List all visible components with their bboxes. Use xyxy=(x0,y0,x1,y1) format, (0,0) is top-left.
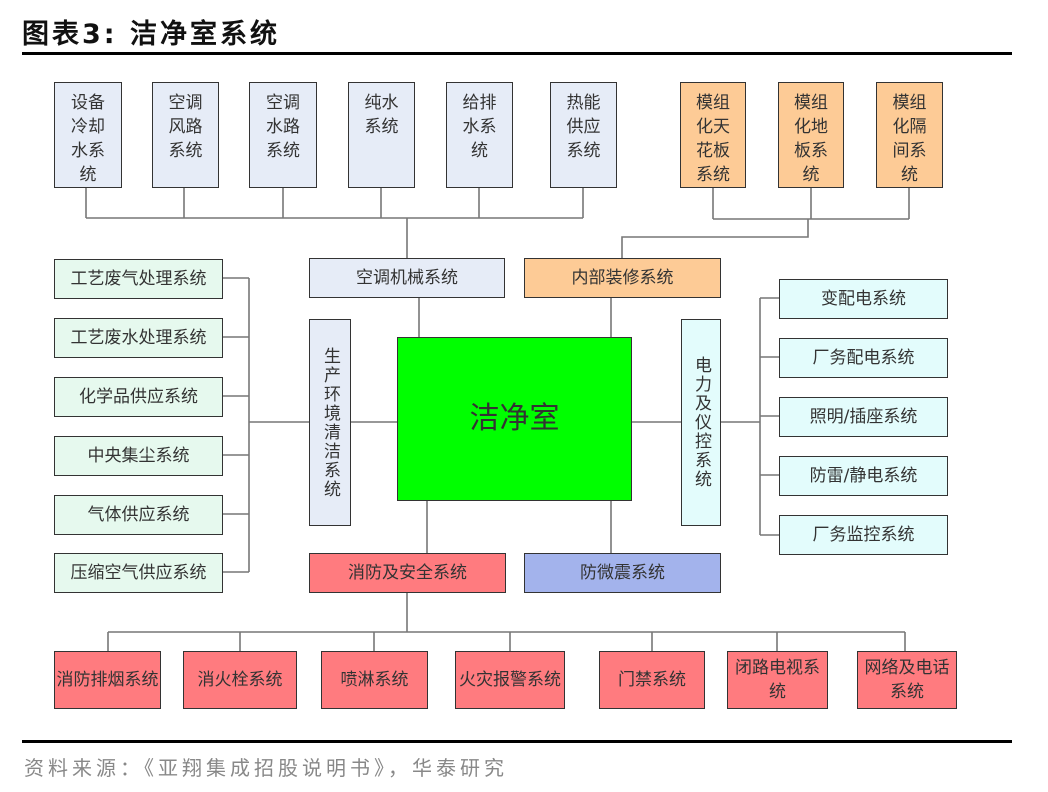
hvac-subsystem-box: 设备冷却水系统 xyxy=(54,82,122,188)
process-system-box: 工艺废水处理系统 xyxy=(54,318,223,358)
power-control-box: 电力及仪控系统 xyxy=(681,319,721,526)
interior-subsystem-box: 模组化天花板系统 xyxy=(680,82,746,188)
hvac-subsystem-box: 纯水系统 xyxy=(348,82,415,188)
process-system-box: 气体供应系统 xyxy=(54,495,223,535)
hvac-subsystem-box: 空调水路系统 xyxy=(249,82,317,188)
safety-subsystem-box: 消火栓系统 xyxy=(183,651,297,709)
interior-subsystem-box: 模组化隔间系统 xyxy=(876,82,943,188)
process-system-box: 工艺废气处理系统 xyxy=(54,259,223,299)
power-subsystem-box: 厂务配电系统 xyxy=(779,338,948,378)
footer-rule xyxy=(22,740,1012,743)
source-note: 资料来源：《亚翔集成招股说明书》，华泰研究 xyxy=(24,756,508,780)
environment-cleaning-box: 生产环境清洁系统 xyxy=(309,319,351,526)
power-subsystem-box: 照明/插座系统 xyxy=(779,397,948,437)
hvac-subsystem-box: 给排水系统 xyxy=(446,82,513,188)
fire-safety-box: 消防及安全系统 xyxy=(309,553,506,593)
safety-subsystem-box: 网络及电话系统 xyxy=(857,651,957,709)
hvac-subsystem-box: 空调风路系统 xyxy=(152,82,219,188)
safety-subsystem-box: 火灾报警系统 xyxy=(455,651,565,709)
interior-subsystem-box: 模组化地板系统 xyxy=(778,82,844,188)
safety-subsystem-box: 消防排烟系统 xyxy=(54,651,161,709)
safety-subsystem-box: 闭路电视系统 xyxy=(727,651,828,709)
title-rule xyxy=(22,52,1012,55)
anti-vibration-box: 防微震系统 xyxy=(524,553,721,593)
process-system-box: 化学品供应系统 xyxy=(54,377,223,417)
power-subsystem-box: 变配电系统 xyxy=(779,279,948,319)
cleanroom-core-box: 洁净室 xyxy=(397,337,632,501)
figure-title: 图表3: 洁净室系统 xyxy=(22,19,280,50)
process-system-box: 压缩空气供应系统 xyxy=(54,553,223,593)
interior-system-box: 内部装修系统 xyxy=(524,258,721,298)
power-subsystem-box: 防雷/静电系统 xyxy=(779,456,948,496)
safety-subsystem-box: 门禁系统 xyxy=(599,651,705,709)
safety-subsystem-box: 喷淋系统 xyxy=(321,651,428,709)
hvac-system-box: 空调机械系统 xyxy=(309,258,505,298)
process-system-box: 中央集尘系统 xyxy=(54,436,223,476)
hvac-subsystem-box: 热能供应系统 xyxy=(550,82,617,188)
power-subsystem-box: 厂务监控系统 xyxy=(779,515,948,555)
